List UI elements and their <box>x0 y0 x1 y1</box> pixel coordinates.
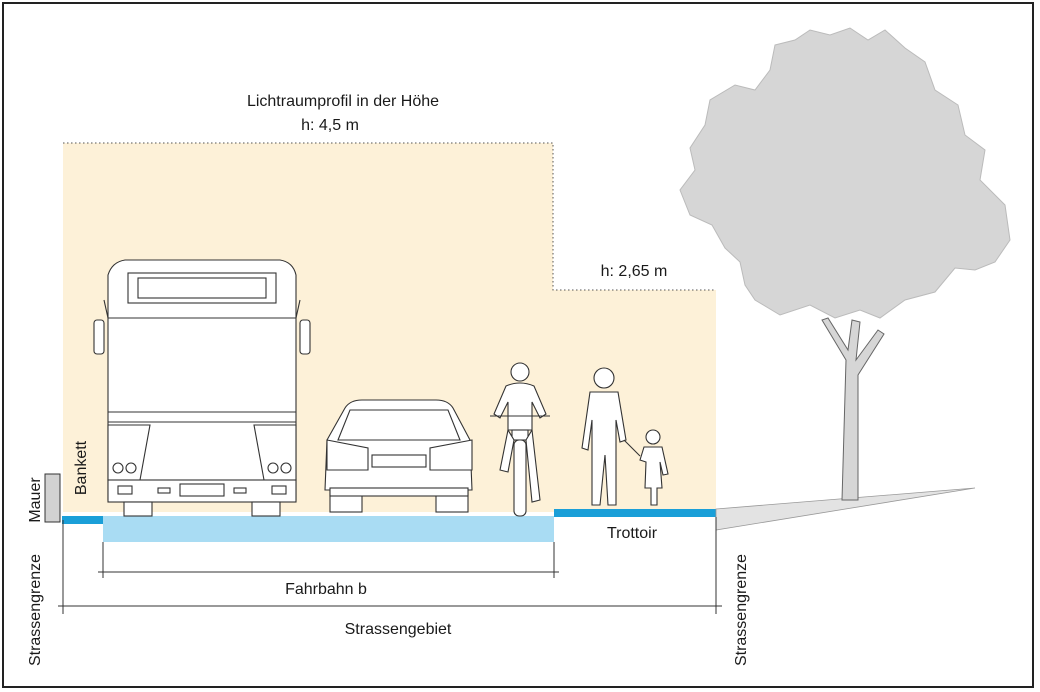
carriageway-label: Fahrbahn b <box>285 581 367 598</box>
boundary-right-label: Strassengrenze <box>733 554 750 666</box>
road-area-label: Strassengebiet <box>345 621 452 638</box>
adult-pedestrian-icon <box>581 367 641 506</box>
height-sidewalk-label: h: 2,65 m <box>601 263 668 280</box>
sidewalk-label: Trottoir <box>607 525 658 542</box>
clearance-profile-outline <box>63 142 716 291</box>
bus-icon <box>93 259 311 517</box>
carriageway-dimension <box>98 542 559 578</box>
boundary-left-label: Strassengrenze <box>27 554 44 666</box>
verge-strip <box>62 516 103 524</box>
height-road-label: h: 4,5 m <box>301 117 359 134</box>
verge-label: Bankett <box>73 440 90 495</box>
cyclist-icon <box>490 362 550 517</box>
tree-icon <box>679 27 1011 501</box>
road-area-dimension <box>58 517 722 614</box>
wall-icon <box>44 473 61 523</box>
carriageway-surface <box>103 516 554 542</box>
car-icon <box>324 399 473 513</box>
wall-label: Mauer <box>27 477 44 523</box>
sidewalk-strip <box>554 509 716 517</box>
clearance-title-label: Lichtraumprofil in der Höhe <box>247 93 439 110</box>
child-pedestrian-icon <box>639 429 669 506</box>
